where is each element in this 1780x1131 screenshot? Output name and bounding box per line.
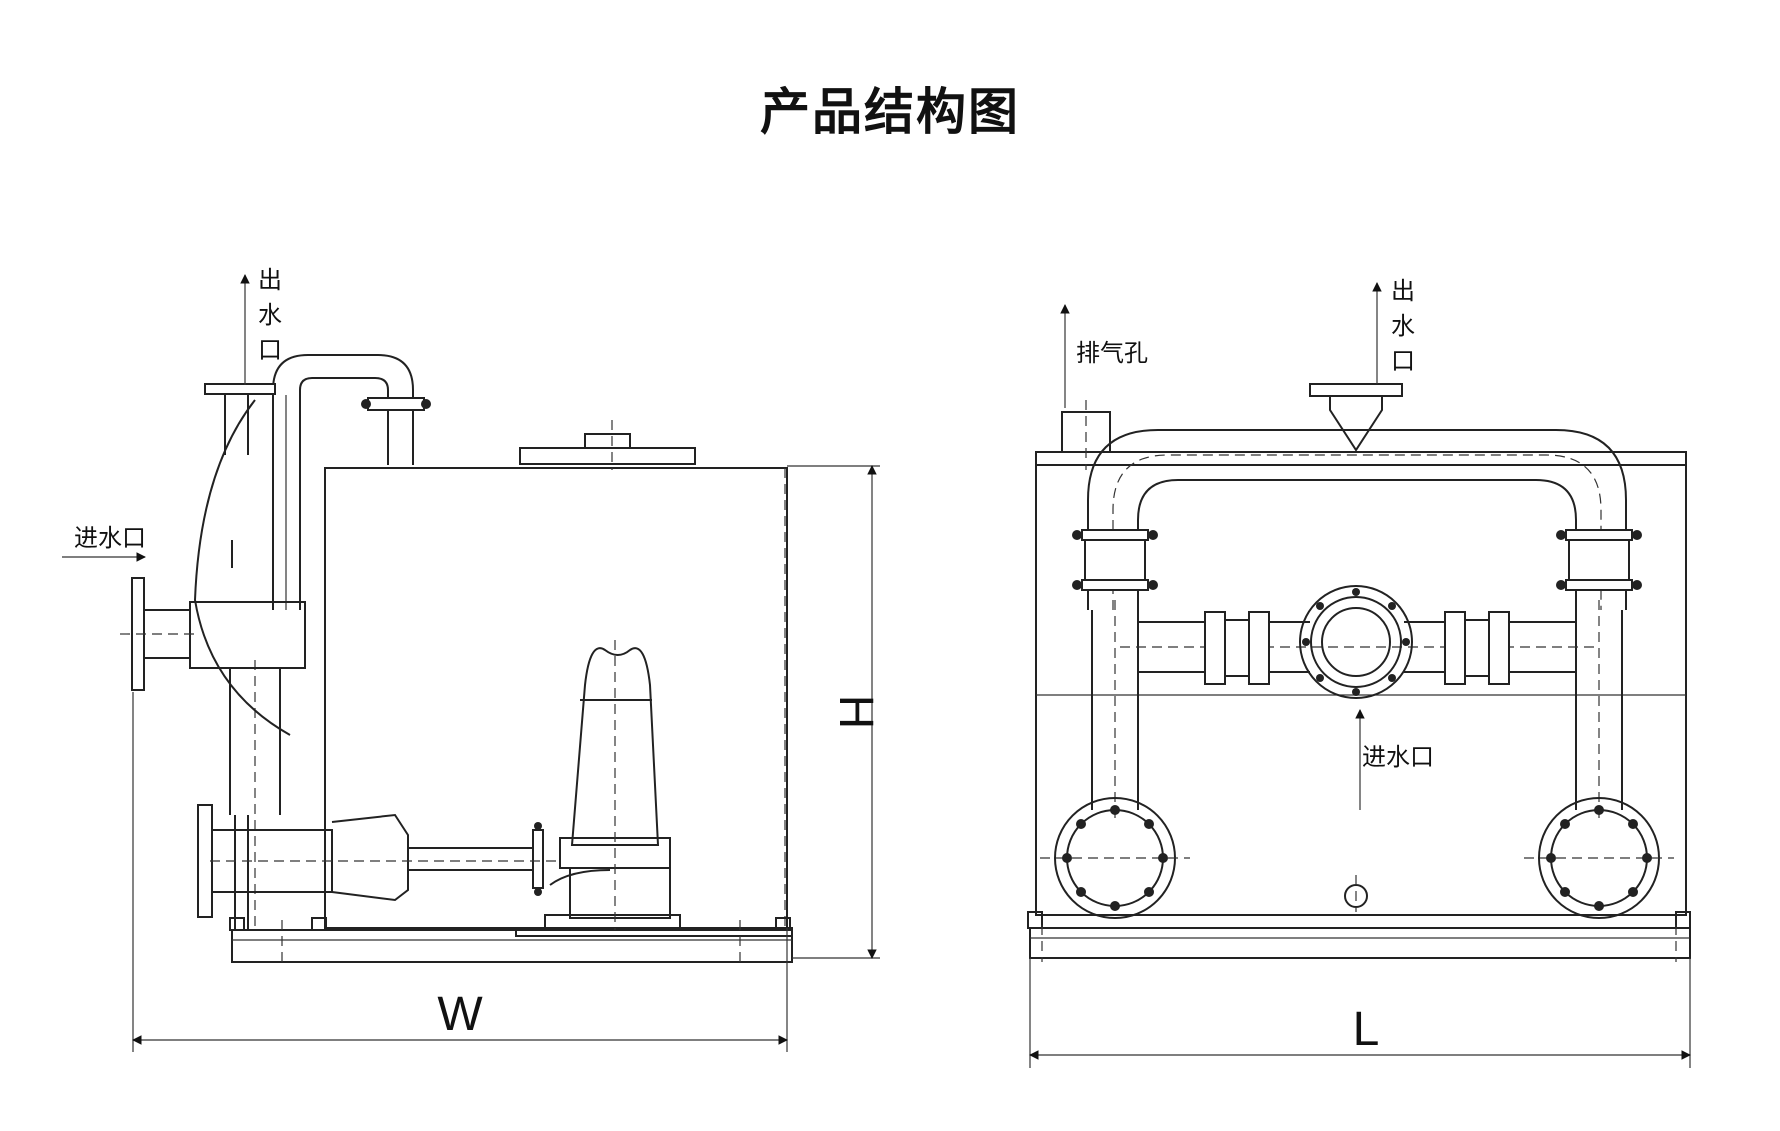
outlet-label-char-3: 口 — [258, 336, 282, 364]
tank-body — [324, 467, 788, 929]
base-frame — [231, 929, 793, 963]
check-valve-box — [189, 601, 306, 669]
page-title: 产品结构图 — [760, 83, 1020, 141]
outlet-side-char-2: 水 — [1391, 312, 1415, 340]
front-view: 排气孔 出 水 口 进水口 L — [1027, 277, 1691, 1068]
dim-w-label: W — [437, 988, 483, 1041]
front-base — [1029, 927, 1691, 959]
dim-l-label: L — [1353, 1003, 1380, 1056]
side-view: W H 出 水 口 进水口 — [62, 266, 882, 1052]
submersible-pump — [570, 647, 660, 846]
outlet-side-char-1: 出 — [1391, 277, 1415, 305]
outlet-label-char-2: 水 — [258, 301, 282, 329]
inlet-flange-front — [1299, 585, 1413, 699]
outlet-label-char-1: 出 — [258, 266, 282, 294]
outlet-side-char-3: 口 — [1391, 347, 1415, 375]
dim-h-label: H — [829, 695, 882, 730]
inlet-side-label: 进水口 — [1362, 743, 1434, 771]
inlet-label: 进水口 — [74, 524, 146, 552]
vent-label: 排气孔 — [1076, 339, 1148, 367]
top-outlet-flange — [1309, 383, 1403, 397]
manhole-cover — [519, 447, 696, 465]
